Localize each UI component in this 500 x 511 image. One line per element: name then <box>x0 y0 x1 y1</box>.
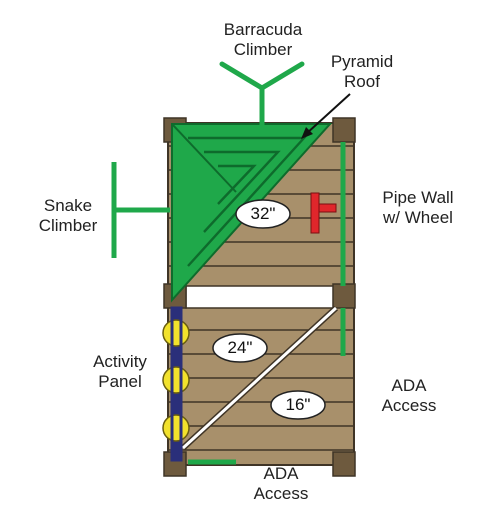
barracuda-climber-label: Barracuda Climber <box>223 20 303 59</box>
height-oval-32 <box>235 199 291 229</box>
activity-panel-label: Activity Panel <box>93 352 147 391</box>
snake-climber <box>111 162 170 258</box>
height-label-roof-deck: 32" <box>250 204 276 223</box>
wheel-icon <box>310 192 337 234</box>
height-label-middle-deck: 24" <box>227 338 253 357</box>
ada-ramp <box>180 305 339 451</box>
pyramid-roof-label: Pyramid Roof <box>330 52 394 91</box>
height-label-lower-deck: 16" <box>285 395 311 414</box>
activity-panel-disc <box>162 366 190 394</box>
activity-panel <box>162 306 190 462</box>
barracuda-climber <box>219 61 305 129</box>
height-oval-16 <box>270 390 326 420</box>
activity-panel-disc <box>162 414 190 442</box>
snake-climber-label: Snake Climber <box>38 196 98 235</box>
ada-access-bottom-label: ADA Access <box>253 464 309 503</box>
ada-access-right-label: ADA Access <box>381 376 437 415</box>
pipe-wall-label: Pipe Wall w/ Wheel <box>382 188 454 227</box>
activity-panel-disc <box>162 319 190 347</box>
height-oval-24 <box>212 333 268 363</box>
deck-gap <box>185 285 335 309</box>
pyramid-roof-pointer <box>301 93 351 139</box>
